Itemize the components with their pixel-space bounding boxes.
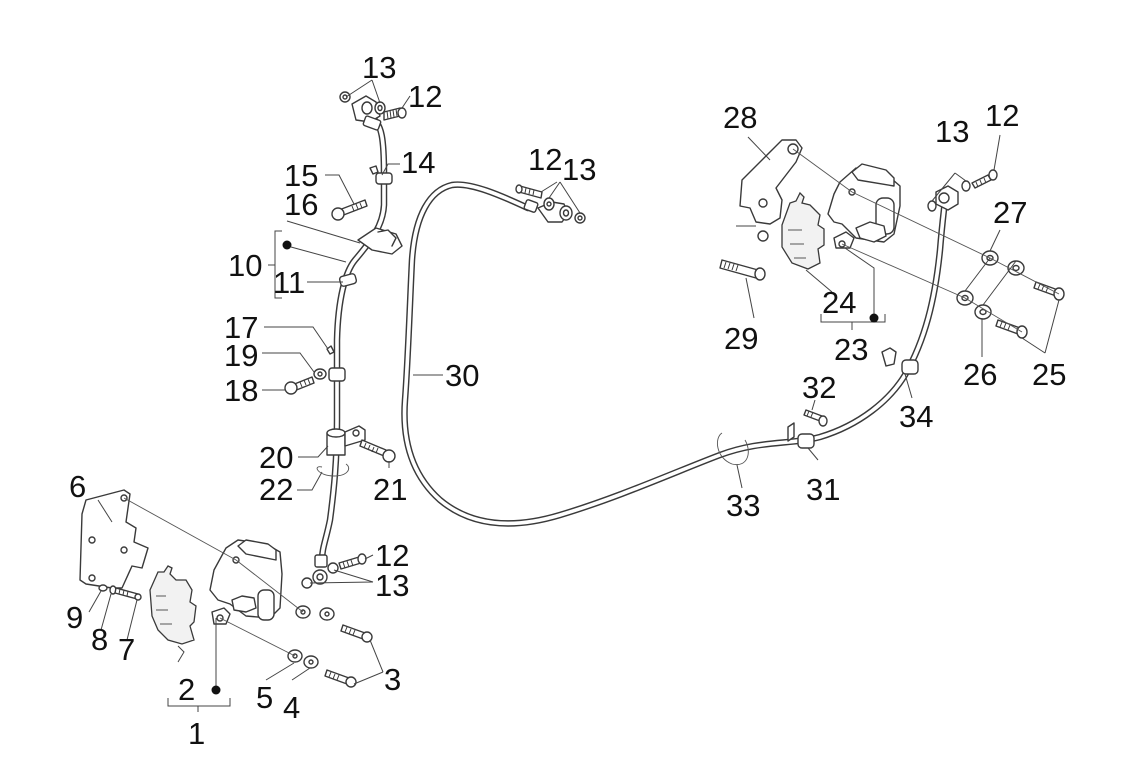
washer-13-rear-right[interactable] [961,180,971,192]
callout-20[interactable]: 20 [259,440,293,475]
banjo-fitting-bottom[interactable] [312,554,328,585]
hose-guide-34[interactable] [881,347,919,375]
callout-19[interactable]: 19 [224,338,258,373]
bolt-3-upper[interactable] [340,624,373,643]
bolt-18[interactable] [284,376,315,395]
bolt-12-rear[interactable] [971,169,998,189]
callout-12-rear-hose[interactable]: 12 [528,142,562,177]
callout-34[interactable]: 34 [899,399,933,434]
callout-10[interactable]: 10 [228,248,262,283]
callout-33[interactable]: 33 [726,488,760,523]
callout-27[interactable]: 27 [993,195,1027,230]
brake-pads-24[interactable] [781,191,825,270]
kit-marker-1 [211,685,221,695]
callout-26[interactable]: 26 [963,357,997,392]
callout-14[interactable]: 14 [401,145,435,180]
callout-30[interactable]: 30 [445,358,479,393]
bolt-3-lower[interactable] [324,669,357,688]
bolt-12-rear-top[interactable] [515,184,543,199]
banjo-fitting-rear-bottom[interactable] [935,185,959,211]
washer-26[interactable] [974,260,1025,320]
washer-13-rear-top-left[interactable] [543,197,555,211]
washer-13-rear-left[interactable] [927,200,937,212]
callout-29[interactable]: 29 [724,321,758,356]
callout-32[interactable]: 32 [802,370,836,405]
callout-21[interactable]: 21 [373,472,407,507]
callout-15[interactable]: 15 [284,158,318,193]
callout-13-top[interactable]: 13 [362,50,396,85]
callout-1[interactable]: 1 [188,716,205,751]
callout-8[interactable]: 8 [91,622,108,657]
washer-4[interactable] [303,607,335,669]
bolt-12-bottom[interactable] [338,553,367,570]
washer-13-bottom-right[interactable] [327,562,339,574]
callout-3[interactable]: 3 [384,662,401,697]
brake-pads-2[interactable] [149,565,197,645]
callout-4[interactable]: 4 [283,690,300,725]
bracket-16[interactable] [357,227,403,255]
pin-7[interactable] [114,587,142,601]
front-caliper-body[interactable] [209,539,283,625]
callout-17[interactable]: 17 [224,310,258,345]
screw-15[interactable] [331,199,368,221]
rear-caliper-body[interactable] [827,163,901,249]
callout-5[interactable]: 5 [256,680,273,715]
clamp-20[interactable] [326,425,366,456]
banjo-fitting-top[interactable] [351,95,382,131]
kit-marker-10 [282,240,292,250]
callout-24[interactable]: 24 [822,285,856,320]
bolt-25-upper[interactable] [1033,281,1065,301]
callout-28[interactable]: 28 [723,100,757,135]
bolt-21[interactable] [359,439,396,463]
callout-11[interactable]: 11 [273,265,305,300]
hose-joint-11[interactable] [338,273,358,287]
kit-marker-23 [869,313,879,323]
callout-18[interactable]: 18 [224,373,258,408]
washer-13-top-right[interactable] [374,101,386,115]
callout-25[interactable]: 25 [1032,357,1066,392]
callout-31[interactable]: 31 [806,472,840,507]
washer-9[interactable] [98,584,108,592]
hose-guide-31[interactable] [787,422,815,449]
callout-7[interactable]: 7 [118,632,135,667]
ring-clip-22[interactable] [316,463,350,477]
callout-12-rear-caliper[interactable]: 12 [985,98,1019,133]
clamp-14[interactable] [369,165,393,185]
callout-12-front-caliper[interactable]: 12 [375,538,409,573]
callout-6[interactable]: 6 [69,469,86,504]
caliper-bracket-28[interactable] [739,139,803,242]
callout-23[interactable]: 23 [834,332,868,367]
bolt-12-top[interactable] [383,107,407,121]
leader-lines [88,79,1060,712]
bolt-29[interactable] [719,259,766,281]
caliper-bracket-6[interactable] [79,489,149,589]
washer-5[interactable] [287,605,311,663]
cable-tie-33[interactable] [716,432,749,466]
washer-13-rear-top-right[interactable] [574,212,586,224]
washer-19[interactable] [313,368,327,380]
callout-13-rear-hose[interactable]: 13 [562,152,596,187]
washer-13-top-left[interactable] [339,91,351,103]
callout-2[interactable]: 2 [178,672,195,707]
callout-13-front-caliper[interactable]: 13 [375,568,409,603]
bolt-25-lower[interactable] [995,319,1028,339]
callout-16[interactable]: 16 [284,187,318,222]
callout-12-top[interactable]: 12 [408,79,442,114]
callout-13-rear-caliper[interactable]: 13 [935,114,969,149]
screw-32[interactable] [803,409,828,427]
clip-17[interactable] [326,345,346,382]
callout-9[interactable]: 9 [66,600,83,635]
callout-22[interactable]: 22 [259,472,293,507]
